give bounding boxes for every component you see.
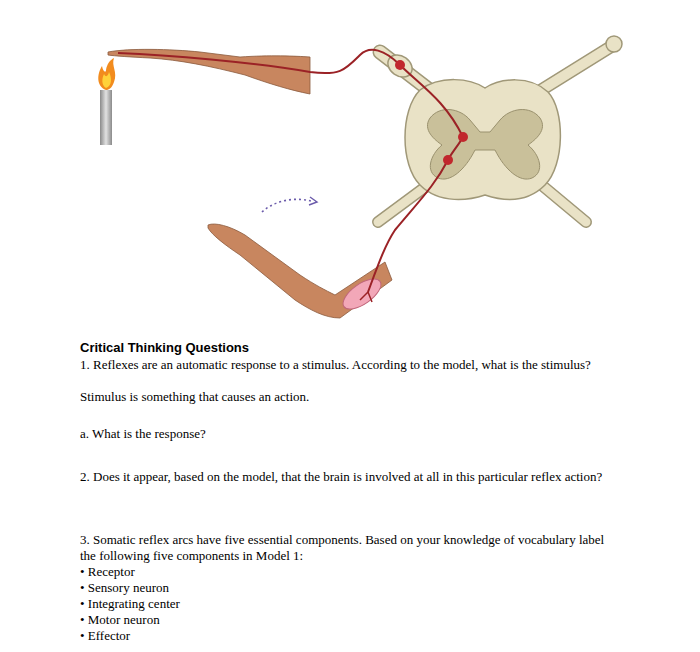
neuron-cell-body <box>458 132 468 142</box>
candle <box>100 90 112 145</box>
bullet-item: • Receptor <box>80 564 612 580</box>
bullet-item: • Effector <box>80 628 612 644</box>
question-text: a. What is the response? <box>80 426 612 442</box>
bullet-item: • Motor neuron <box>80 612 612 628</box>
candle-flame <box>98 58 115 90</box>
grey-matter <box>427 110 542 180</box>
motor-neuron <box>368 160 448 292</box>
question-text: 1. Reflexes are an automatic response to… <box>80 357 612 373</box>
neuron-cell-body <box>443 155 453 165</box>
section-title: Critical Thinking Questions <box>80 340 249 356</box>
bullet-item: • Sensory neuron <box>80 580 612 596</box>
motion-arrow <box>262 199 311 212</box>
spinal-cord <box>405 80 560 200</box>
question-text: 3. Somatic reflex arcs have five essenti… <box>80 532 612 564</box>
sensory-neuron <box>118 50 463 137</box>
arm-withdrawn <box>208 224 392 318</box>
question-text: 2. Does it appear, based on the model, t… <box>80 469 612 485</box>
arm-extended <box>108 49 310 94</box>
neuron-cell-body <box>395 60 405 70</box>
answer-text: Stimulus is something that causes an act… <box>80 389 612 405</box>
bullet-item: • Integrating center <box>80 596 612 612</box>
motion-arrowhead <box>309 197 317 205</box>
muscle <box>338 273 386 315</box>
flame-core <box>102 72 111 88</box>
motor-end-plate <box>360 292 372 302</box>
nerve-roots <box>378 36 622 222</box>
